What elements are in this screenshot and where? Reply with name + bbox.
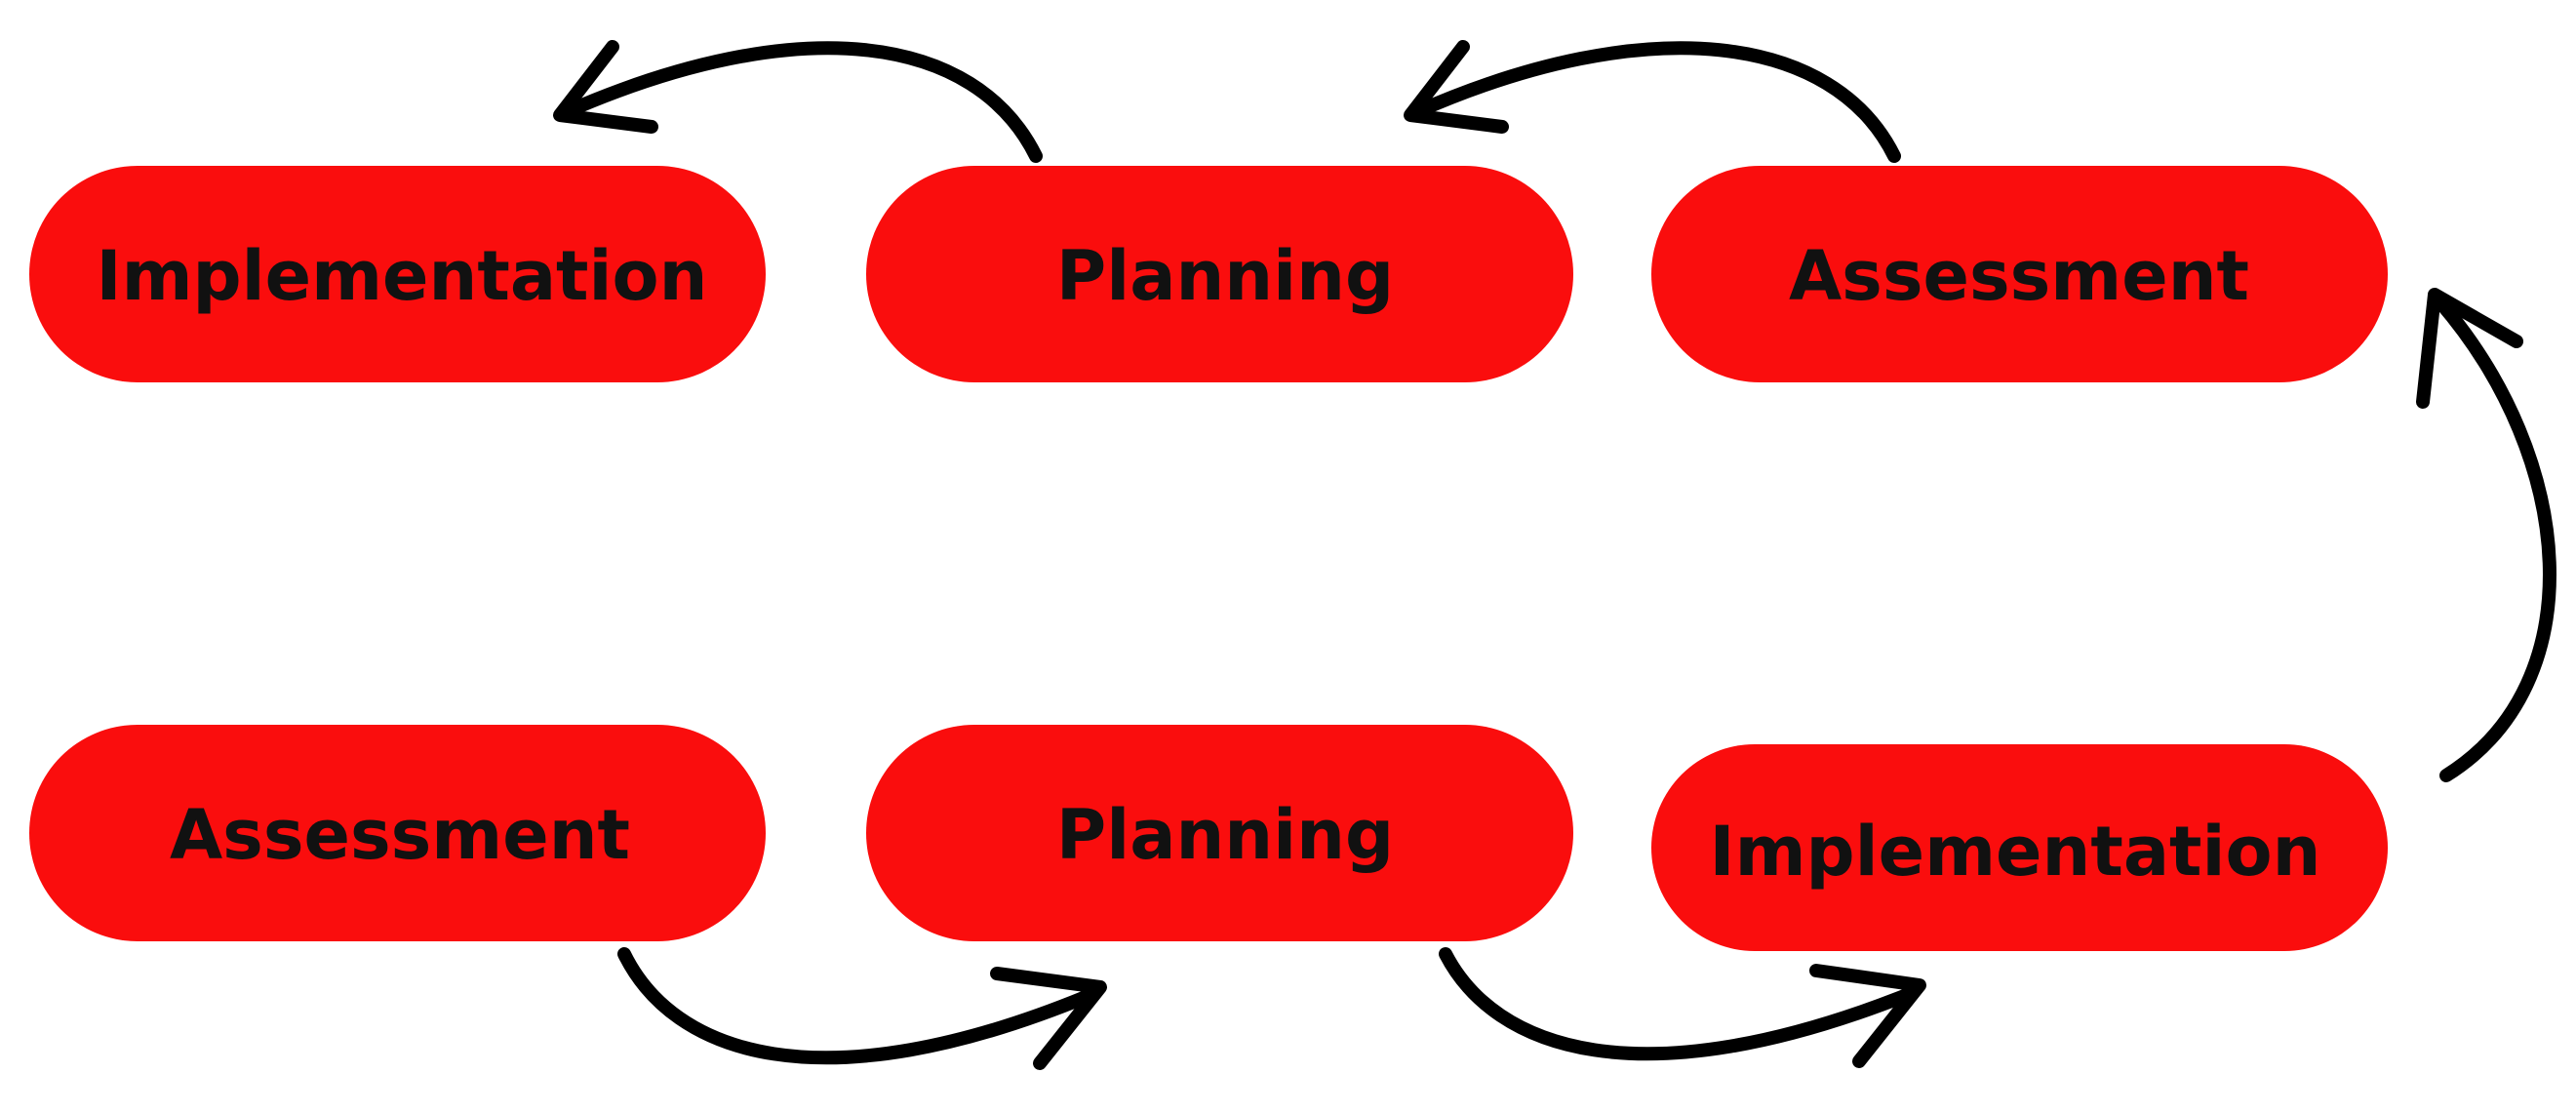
node-bottom-right-shape	[1651, 744, 2388, 951]
node-top-right: Assessment	[1651, 166, 2388, 382]
arrow-top-right-to-top-middle-head	[1404, 40, 1509, 134]
arrow-top-middle-to-top-left-shaft	[559, 41, 1043, 163]
node-top-right-label: Assessment	[1789, 236, 2249, 316]
arrow-bottom-right-to-top-right-shaft	[2434, 296, 2556, 782]
arrow-bottom-right-to-top-right-head	[2416, 288, 2523, 409]
node-bottom-left-shape	[29, 725, 766, 941]
node-bottom-left: Assessment	[29, 725, 766, 941]
arrow-bottom-right-to-top-right	[2416, 288, 2556, 782]
arrow-bottom-left-to-bottom-middle-shaft	[617, 947, 1097, 1065]
arrow-bottom-left-to-bottom-middle	[617, 947, 1107, 1070]
node-top-left: Implementation	[29, 166, 766, 382]
arrow-top-right-to-top-middle	[1404, 40, 1901, 163]
node-top-middle: Planning	[866, 166, 1573, 382]
arrow-bottom-left-to-bottom-middle-head	[990, 967, 1107, 1070]
node-bottom-left-label: Assessment	[170, 795, 630, 875]
arrow-bottom-middle-to-bottom-right-shaft	[1439, 947, 1919, 1061]
node-bottom-middle-label: Planning	[1056, 795, 1394, 875]
arrow-top-right-to-top-middle-shaft	[1409, 41, 1901, 163]
node-bottom-right-label: Implementation	[1710, 812, 2321, 892]
node-top-right-shape	[1651, 166, 2388, 382]
node-bottom-middle: Planning	[866, 725, 1573, 941]
node-top-middle-label: Planning	[1056, 236, 1394, 316]
arrow-bottom-middle-to-bottom-right	[1439, 947, 1926, 1068]
node-bottom-middle-shape	[866, 725, 1573, 941]
arrow-top-middle-to-top-left-head	[553, 40, 658, 134]
node-top-left-label: Implementation	[97, 236, 708, 316]
node-bottom-right: Implementation	[1651, 744, 2388, 951]
arrow-top-middle-to-top-left	[553, 40, 1043, 163]
node-top-left-shape	[29, 166, 766, 382]
arrow-bottom-middle-to-bottom-right-head	[1809, 964, 1926, 1068]
node-top-middle-shape	[866, 166, 1573, 382]
